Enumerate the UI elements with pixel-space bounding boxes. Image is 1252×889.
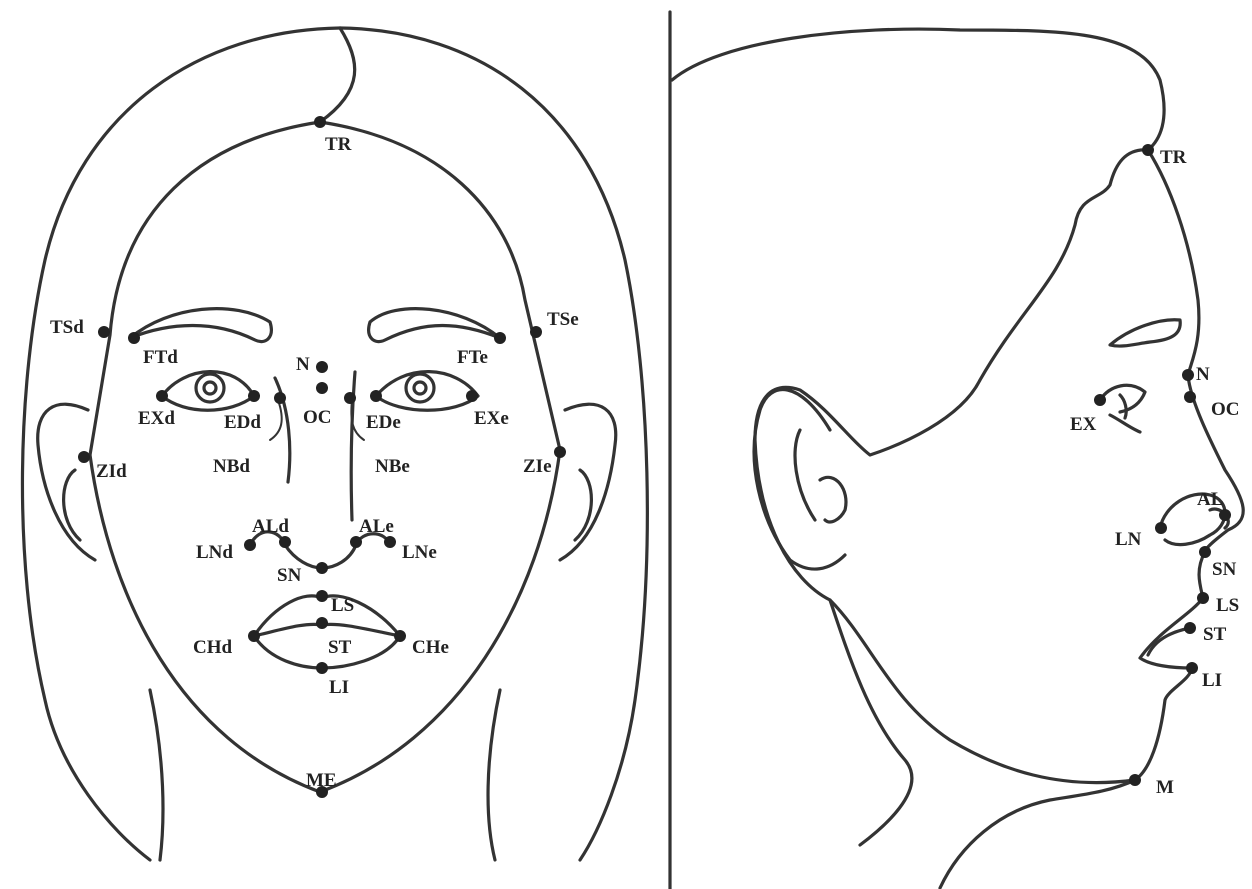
profile-ex-point — [1094, 394, 1106, 406]
frontal-lne-label: LNe — [402, 542, 437, 563]
profile-n-label: N — [1196, 364, 1210, 385]
frontal-zie-point — [554, 446, 566, 458]
frontal-ald-point — [279, 536, 291, 548]
profile-sn-label: SN — [1212, 559, 1237, 580]
frontal-ale-label: ALe — [359, 516, 394, 537]
frontal-tr-point — [314, 116, 326, 128]
frontal-ede-point — [370, 390, 382, 402]
profile-li-label: LI — [1202, 670, 1222, 691]
frontal-n-point — [316, 361, 328, 373]
profile-m-label: M — [1156, 777, 1174, 798]
frontal-ald-label: ALd — [252, 516, 289, 537]
frontal-ftd-label: FTd — [143, 347, 178, 368]
profile-landmarks: TR NOC EX AL LN SN LS ST LI M — [1070, 144, 1240, 798]
profile-tr-point — [1142, 144, 1154, 156]
frontal-ftd-point — [128, 332, 140, 344]
frontal-edd-point — [248, 390, 260, 402]
profile-sn-point — [1199, 546, 1211, 558]
profile-ls-point — [1197, 592, 1209, 604]
profile-ln-label: LN — [1115, 529, 1142, 550]
profile-ls-label: LS — [1216, 595, 1239, 616]
profile-oc-label: OC — [1211, 399, 1240, 420]
frontal-sn-label: SN — [277, 565, 302, 586]
profile-ex-label: EX — [1070, 414, 1097, 435]
profile-n-point — [1182, 369, 1194, 381]
frontal-ede-label: EDe — [366, 412, 401, 433]
frontal-zid-label: ZId — [96, 461, 127, 482]
frontal-lnd-point — [244, 539, 256, 551]
frontal-exe-label: EXe — [474, 408, 509, 429]
profile-ln-point — [1155, 522, 1167, 534]
profile-st-label: ST — [1203, 624, 1227, 645]
frontal-li-label: LI — [329, 677, 349, 698]
profile-li-point — [1186, 662, 1198, 674]
frontal-fte-label: FTe — [457, 347, 488, 368]
frontal-lne-point — [384, 536, 396, 548]
frontal-exd-label: EXd — [138, 408, 175, 429]
frontal-me-label: ME — [306, 770, 337, 791]
frontal-lnd-label: LNd — [196, 542, 233, 563]
profile-tr-label: TR — [1160, 147, 1187, 168]
profile-oc-point — [1184, 391, 1196, 403]
profile-al-label: AL — [1197, 489, 1223, 510]
profile-al-point — [1219, 509, 1231, 521]
frontal-zid-point — [78, 451, 90, 463]
frontal-sn-point — [316, 562, 328, 574]
frontal-edd-label: EDd — [224, 412, 261, 433]
frontal-chd-label: CHd — [193, 637, 233, 658]
frontal-che-label: CHe — [412, 637, 449, 658]
frontal-ls-label: LS — [331, 595, 354, 616]
frontal-nbe-label: NBe — [375, 456, 410, 477]
frontal-nbd-label: NBd — [213, 456, 250, 477]
frontal-che-point — [394, 630, 406, 642]
profile-m-point — [1129, 774, 1141, 786]
frontal-chd-point — [248, 630, 260, 642]
profile-st-point — [1184, 622, 1196, 634]
frontal-st-point — [316, 617, 328, 629]
frontal-oc-label: OC — [303, 407, 332, 428]
frontal-tse-label: TSe — [547, 309, 579, 330]
frontal-oc-point — [316, 382, 328, 394]
frontal-tr-label: TR — [325, 134, 352, 155]
frontal-nbd-point — [274, 392, 286, 404]
frontal-li-point — [316, 662, 328, 674]
frontal-exd-point — [156, 390, 168, 402]
frontal-st-label: ST — [328, 637, 352, 658]
frontal-nbe-point — [344, 392, 356, 404]
frontal-exe-point — [466, 390, 478, 402]
frontal-n-label: N — [296, 354, 310, 375]
frontal-ale-point — [350, 536, 362, 548]
frontal-fte-point — [494, 332, 506, 344]
frontal-tsd-point — [98, 326, 110, 338]
frontal-ls-point — [316, 590, 328, 602]
frontal-tsd-label: TSd — [50, 317, 84, 338]
frontal-zie-label: ZIe — [523, 456, 552, 477]
frontal-tse-point — [530, 326, 542, 338]
profile-face-drawing — [672, 29, 1243, 888]
